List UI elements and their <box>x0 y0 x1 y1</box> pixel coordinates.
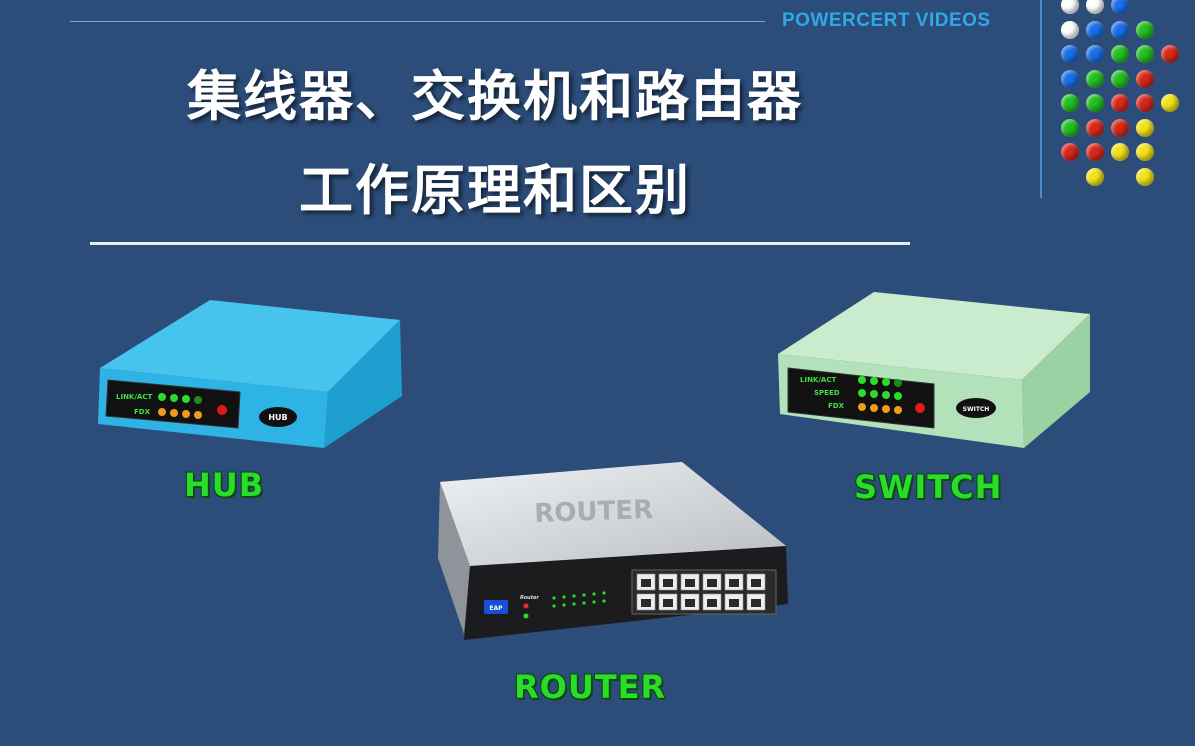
logo-dot <box>1061 69 1079 88</box>
logo-dot <box>1086 167 1104 186</box>
logo-dot <box>1061 0 1079 14</box>
switch-led-label-1: LINK/ACT <box>800 376 836 384</box>
logo-dot <box>1136 143 1154 161</box>
logo-dot <box>1111 143 1129 161</box>
logo-dot <box>1061 94 1079 112</box>
hub-badge: HUB <box>268 413 287 422</box>
logo-dot <box>1136 118 1154 137</box>
switch-device: LINK/ACT SPEED FDX SWITCH <box>778 292 1090 448</box>
logo-dot <box>1111 69 1129 88</box>
router-top-text: ROUTER <box>534 495 654 529</box>
router-label: ROUTER <box>514 668 667 706</box>
logo-dot <box>1136 167 1154 186</box>
brand-name: POWERCERT VIDEOS <box>782 10 991 31</box>
logo-divider <box>1040 0 1042 198</box>
title-line-2: 工作原理和区别 <box>299 159 691 222</box>
router-eap-text: EAP <box>489 605 503 612</box>
hub-label: HUB <box>184 466 265 504</box>
switch-badge: SWITCH <box>963 406 990 413</box>
header-rule <box>70 21 765 22</box>
logo-dot <box>1136 94 1154 112</box>
logo-dot <box>1086 94 1104 112</box>
logo-dot <box>1086 69 1104 88</box>
logo-dot <box>1161 45 1179 63</box>
logo-dot <box>1061 45 1079 63</box>
switch-led-label-3: FDX <box>828 402 845 410</box>
logo-dot <box>1061 20 1079 39</box>
logo-dot <box>1086 118 1104 137</box>
hub-led-label-1: LINK/ACT <box>116 393 152 401</box>
logo-dot <box>1086 45 1104 63</box>
router-panel-text: Router <box>520 595 539 601</box>
logo-dot <box>1136 20 1154 39</box>
logo-dot <box>1111 0 1129 14</box>
logo-dot <box>1086 143 1104 161</box>
router-device: ROUTER EAP Router <box>438 462 788 640</box>
switch-led-label-2: SPEED <box>814 389 840 397</box>
logo-dot <box>1111 118 1129 137</box>
title-underline <box>90 242 910 245</box>
logo-dot <box>1061 118 1079 137</box>
title-line-1: 集线器、交换机和路由器 <box>187 65 803 128</box>
logo-dot <box>1111 94 1129 112</box>
logo-dot <box>1161 94 1179 112</box>
hub-device: LINK/ACT FDX HUB <box>98 300 402 448</box>
logo-dot <box>1086 20 1104 39</box>
logo-dot <box>1061 143 1079 161</box>
logo-dot <box>1111 20 1129 39</box>
switch-label: SWITCH <box>854 468 1003 506</box>
logo-dot <box>1111 45 1129 63</box>
logo-dot <box>1136 45 1154 63</box>
hub-led-label-2: FDX <box>134 408 151 416</box>
logo-dot <box>1136 69 1154 88</box>
logo-dot <box>1086 0 1104 14</box>
